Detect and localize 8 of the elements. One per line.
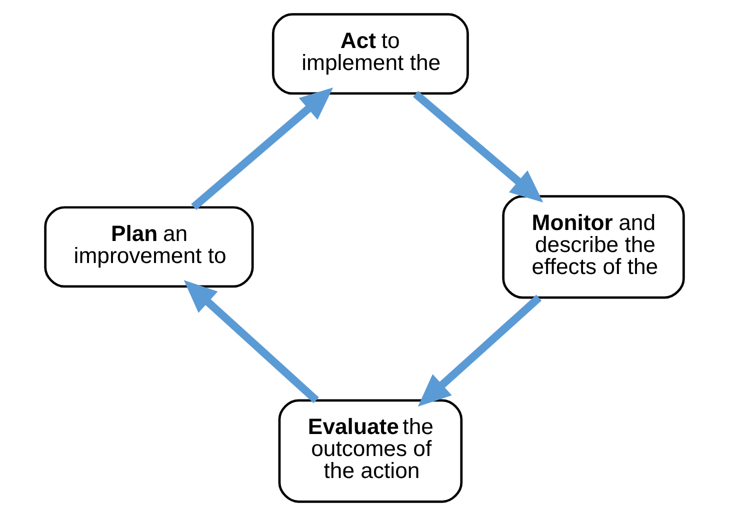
node-box: Act to implement the bbox=[272, 13, 469, 95]
arrow bbox=[418, 294, 542, 407]
node-box: Evaluate the outcomes of the action bbox=[278, 399, 463, 503]
arrow bbox=[413, 90, 544, 203]
arrow bbox=[191, 87, 334, 210]
node-box: Plan an improvement to bbox=[44, 206, 254, 288]
arrow bbox=[184, 280, 319, 404]
node-box: Monitor and describe the effects of the bbox=[502, 195, 685, 299]
